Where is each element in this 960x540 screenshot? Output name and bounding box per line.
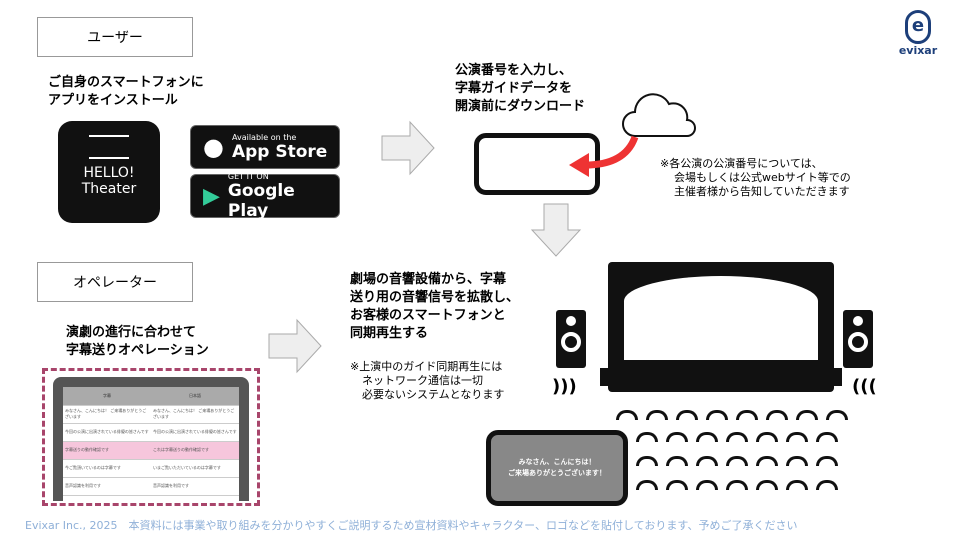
- cell: みなさん、こんにちは！ ご来場ありがとうございます: [63, 405, 151, 424]
- download-arrow-icon: [569, 135, 639, 177]
- column-header: 字幕: [63, 387, 151, 406]
- audience-phone: みなさん、こんにちは！ ご来場ありがとうございます！: [486, 430, 628, 506]
- sync-note: ※上演中のガイド同期再生には ネットワーク通信は一切 必要ないシステムとなります: [350, 360, 504, 402]
- speaker-icon: [843, 310, 873, 368]
- cell: これは字幕送りの動作確認です: [151, 441, 239, 460]
- sound-wave-icon: (((: [852, 376, 877, 397]
- app-icon[interactable]: HELLO! Theater: [58, 121, 160, 223]
- download-line: 字幕ガイドデータを: [455, 81, 573, 96]
- sync-line: 送り用の音響信号を拡散し、: [350, 290, 520, 305]
- apple-icon: ●: [203, 133, 224, 161]
- section-operator-label: オペレーター: [73, 275, 157, 291]
- theater-stage-icon: [600, 262, 842, 392]
- cell: みなさん、こんにちは！ ご来場ありがとうございます: [151, 405, 239, 424]
- note-line: 主催者様から告知していただきます: [674, 185, 850, 198]
- cloud-icon: [622, 93, 696, 137]
- google-play-big: Google Play: [227, 180, 295, 221]
- note-line: 会場もしくは公式webサイト等での: [674, 171, 851, 184]
- logo-mark-icon: e: [905, 10, 931, 44]
- sync-line: お客様のスマートフォンと: [350, 308, 506, 323]
- cell: 今回の公演に出演されている俳優の皆さんです: [63, 423, 151, 442]
- logo-text: evixar: [898, 44, 938, 57]
- sync-line: 同期再生する: [350, 326, 429, 341]
- cell: 今ご覧頂いているのは字幕です: [63, 459, 151, 478]
- cell: いまご覧いただいているのは字幕です: [151, 459, 239, 478]
- section-user-label: ユーザー: [87, 30, 143, 46]
- download-text: 公演番号を入力し、 字幕ガイドデータを 開演前にダウンロード: [455, 62, 585, 116]
- install-line: ご自身のスマートフォンに: [48, 75, 204, 90]
- play-icon: ▶: [203, 183, 220, 209]
- table-row[interactable]: 今回の公演に出演されている俳優の皆さんです今回の公演に出演されている俳優の皆さん…: [63, 423, 239, 442]
- tablet-screen: 字幕日本語 みなさん、こんにちは！ ご来場ありがとうございますみなさん、こんにち…: [53, 377, 249, 501]
- speaker-icon: [556, 310, 586, 368]
- column-header: 日本語: [151, 387, 239, 406]
- download-line: 公演番号を入力し、: [455, 63, 573, 78]
- footer-disclaimer: Evixar Inc., 2025 本資料には事業や取り組みを分かりやすくご説明…: [25, 519, 798, 532]
- install-line: アプリをインストール: [48, 93, 178, 108]
- table-row[interactable]: 今ご覧頂いているのは字幕ですいまご覧いただいているのは字幕です: [63, 459, 239, 478]
- table-row-selected[interactable]: 字幕送りの動作確認ですこれは字幕送りの動作確認です: [63, 441, 239, 460]
- operation-line: 字幕送りオペレーション: [66, 343, 209, 358]
- install-text: ご自身のスマートフォンに アプリをインストール: [48, 74, 204, 110]
- app-icon-line1: HELLO!: [83, 165, 135, 181]
- evixar-logo: e evixar: [898, 10, 938, 57]
- cue-table: 字幕日本語 みなさん、こんにちは！ ご来場ありがとうございますみなさん、こんにち…: [63, 387, 239, 496]
- cell: 音声認識を利用です: [151, 477, 239, 496]
- note-line: 必要ないシステムとなります: [362, 388, 505, 401]
- audience-seats-icon: [592, 405, 892, 495]
- subtitle-lines-icon: [89, 135, 129, 159]
- operation-line: 演劇の進行に合わせて: [66, 325, 197, 340]
- sync-text: 劇場の音響設備から、字幕 送り用の音響信号を拡散し、 お客様のスマートフォンと …: [350, 271, 519, 343]
- operator-tablet-frame: 字幕日本語 みなさん、こんにちは！ ご来場ありがとうございますみなさん、こんにち…: [42, 368, 260, 506]
- table-row[interactable]: みなさん、こんにちは！ ご来場ありがとうございますみなさん、こんにちは！ ご来場…: [63, 405, 239, 424]
- google-play-small: GET IT ON: [227, 171, 269, 181]
- app-icon-line2: Theater: [81, 181, 137, 197]
- note-line: ※上演中のガイド同期再生には: [350, 360, 503, 373]
- phone-subtitle-line: ご来場ありがとうございます！: [508, 469, 606, 477]
- note-line: ※各公演の公演番号については、: [660, 157, 823, 170]
- cell: 今回の公演に出演されている俳優の皆さんです: [151, 423, 239, 442]
- sync-line: 劇場の音響設備から、字幕: [350, 272, 507, 287]
- arrow-right-icon: [381, 120, 435, 176]
- note-line: ネットワーク通信は一切: [362, 374, 483, 387]
- section-user: ユーザー: [37, 17, 193, 57]
- cell: 音声認識を利用です: [63, 477, 151, 496]
- operation-text: 演劇の進行に合わせて 字幕送りオペレーション: [66, 324, 209, 360]
- app-store-big: App Store: [231, 141, 328, 162]
- sound-wave-icon: ))): [552, 376, 577, 397]
- phone-subtitle-line: みなさん、こんにちは！: [518, 458, 596, 466]
- section-operator: オペレーター: [37, 262, 193, 302]
- arrow-down-icon: [530, 203, 582, 257]
- download-line: 開演前にダウンロード: [455, 99, 586, 114]
- cell: 字幕送りの動作確認です: [63, 441, 151, 460]
- arrow-right-icon: [268, 318, 322, 374]
- table-row[interactable]: 音声認識を利用です音声認識を利用です: [63, 477, 239, 496]
- app-store-small: Available on the: [231, 132, 297, 142]
- performance-number-note: ※各公演の公演番号については、 会場もしくは公式webサイト等での 主催者様から…: [660, 157, 851, 199]
